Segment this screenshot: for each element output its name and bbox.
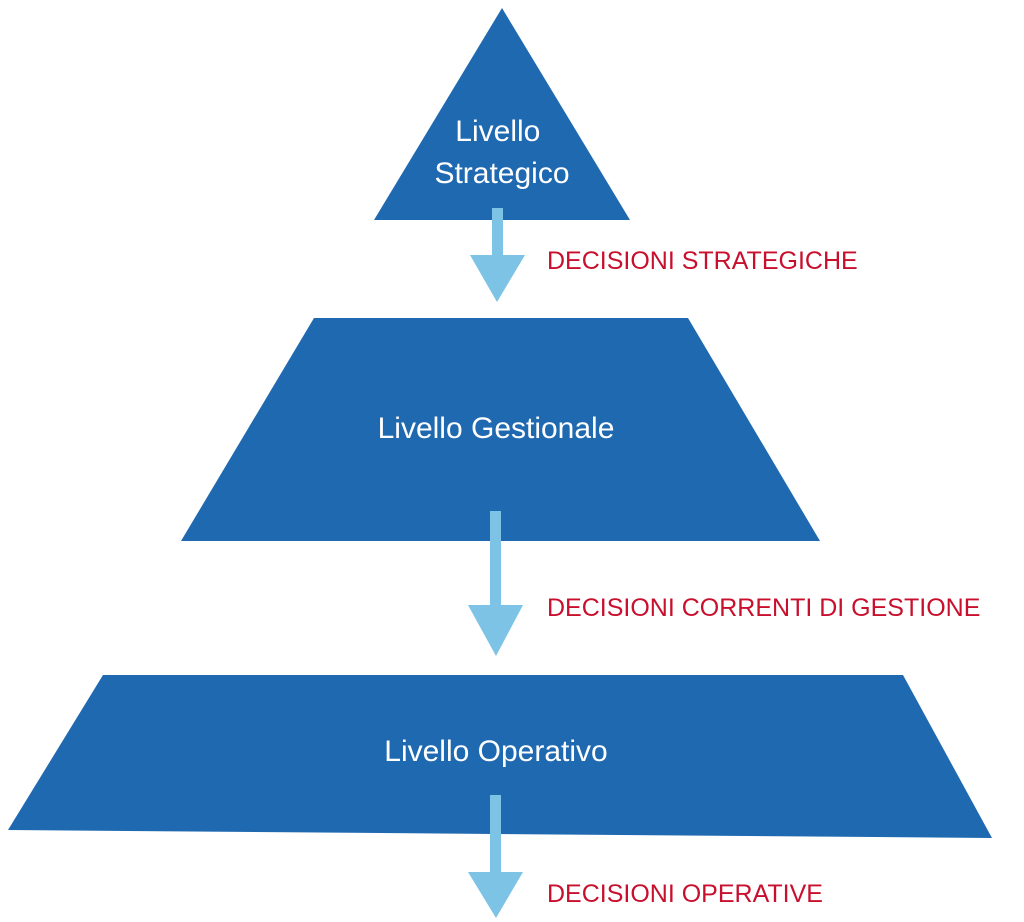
- down-arrow-icon: [468, 795, 523, 918]
- strategic-level-label: Livello Strategico: [434, 115, 569, 190]
- management-level-trapezoid: [181, 318, 820, 541]
- current-management-decisions-label: DECISIONI CORRENTI DI GESTIONE: [547, 594, 980, 622]
- strategic-decisions-label: DECISIONI STRATEGICHE: [547, 247, 858, 275]
- operational-decisions-label: DECISIONI OPERATIVE: [547, 880, 823, 908]
- strategic-level-label-line-2: Strategico: [434, 157, 569, 190]
- operational-level-trapezoid: [8, 675, 992, 838]
- strategic-level-triangle: [374, 8, 630, 220]
- down-arrow-icon: [468, 511, 523, 656]
- down-arrow-icon: [470, 208, 525, 302]
- management-level-label: Livello Gestionale: [378, 412, 615, 445]
- strategic-level-label-line-1: Livello: [455, 115, 540, 148]
- operational-level-label: Livello Operativo: [384, 735, 607, 768]
